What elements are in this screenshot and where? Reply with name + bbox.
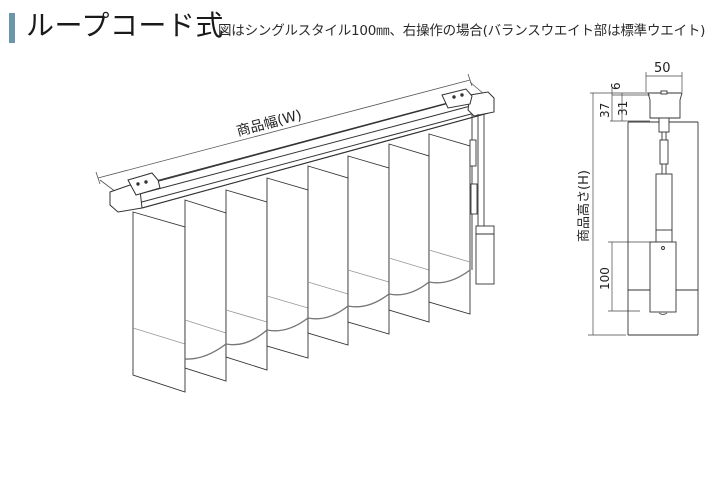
slat-3 <box>225 189 268 371</box>
dim-weight-height: 100 <box>598 267 612 290</box>
slat-profile <box>627 121 699 336</box>
page-subtitle: 図はシングルスタイル100㎜、右操作の場合(バランスウエイト部は標準ウエイト) <box>218 23 706 39</box>
dim-headrail-width: 50 <box>654 61 671 76</box>
title-accent-bar <box>9 13 15 43</box>
dim-total-headrail: 37 <box>598 103 612 118</box>
slat-2 <box>184 199 227 382</box>
headrail <box>109 88 495 213</box>
perspective-view: 商品幅(W) <box>95 73 495 393</box>
loop-cord <box>469 114 495 285</box>
headrail-profile <box>647 92 683 119</box>
slat-6 <box>347 155 390 335</box>
dim-headrail-height: 31 <box>616 101 630 116</box>
bottom-chain <box>184 269 471 360</box>
slat-5 <box>307 165 349 346</box>
slat-4 <box>266 177 309 359</box>
carrier-stem <box>655 117 673 243</box>
vertical-slats <box>132 133 471 393</box>
height-label: 商品高さ(H) <box>576 170 592 242</box>
balance-weight <box>475 225 495 285</box>
slat-8 <box>428 133 471 315</box>
header: ループコード式 図はシングルスタイル100㎜、右操作の場合(バランスウエイト部は… <box>0 0 720 50</box>
dim-50 <box>645 72 683 92</box>
side-view: 50 6 37 31 100 商品高さ(H) <box>576 61 699 336</box>
width-label: 商品幅(W) <box>235 107 304 140</box>
dim-top-clearance: 6 <box>609 82 623 90</box>
slat-1 <box>132 211 186 393</box>
weight-profile <box>649 241 677 313</box>
dim-vertical-lines <box>588 88 655 336</box>
page-title: ループコード式 <box>26 9 224 42</box>
slat-7 <box>388 143 430 323</box>
